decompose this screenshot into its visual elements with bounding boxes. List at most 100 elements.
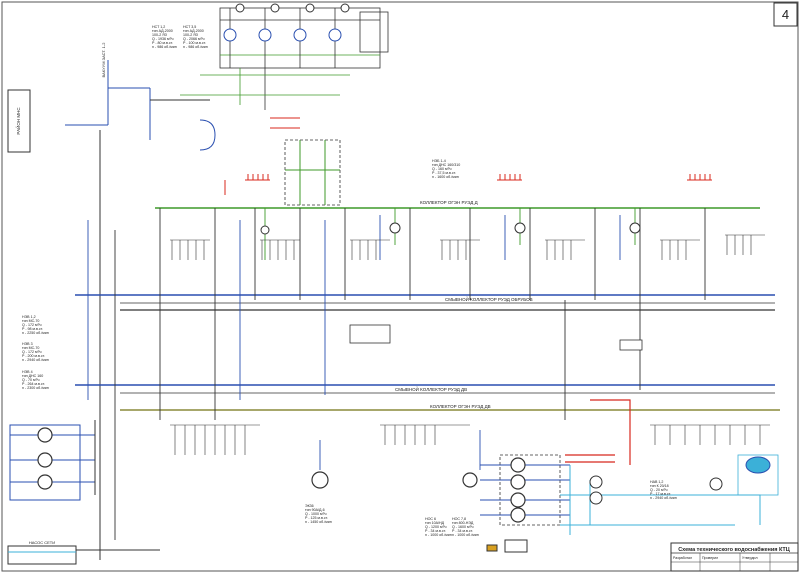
instrument-box <box>349 324 391 344</box>
spec-line: P - 37,5 м.в.ст. <box>432 171 456 175</box>
gauge-icon <box>270 3 280 13</box>
pump-icon <box>514 222 526 234</box>
red-headers <box>224 117 712 195</box>
right-equipment <box>589 454 779 505</box>
pump-ek-icon <box>462 472 478 488</box>
spec-line: n - 986 об./мин <box>152 45 177 49</box>
spec-line: Q - 2066 м³/ч <box>183 37 205 41</box>
spec-line: НСТ 1,2 <box>152 25 165 29</box>
spec-line: Q - 172 м³/ч <box>22 350 42 354</box>
spec-line: НОС 6 <box>425 517 436 521</box>
left-source-label: РАЙОН МНС <box>14 107 21 135</box>
pump-group-dashed-box <box>499 454 561 526</box>
spec-line: Q - 1000 м³/ч <box>305 512 327 516</box>
pump-nos-7-icon <box>510 474 526 490</box>
spec-line: Q - 70 м³/ч <box>22 378 40 382</box>
spec-line: тип АД-2000 <box>183 29 204 33</box>
gauge-icon <box>340 3 350 13</box>
left-supply <box>65 60 216 560</box>
branch-pipes <box>87 208 706 540</box>
title-block <box>670 542 799 572</box>
pump-nos-9-icon <box>510 507 526 523</box>
spec-line: Q - 20 м³/ч <box>650 488 668 492</box>
spec-line: P - 200 м.в.ст. <box>22 354 45 358</box>
collector-label-top: КОЛЛЕКТОР ОГЭН РУЭД Д <box>420 200 478 205</box>
pump-nav-3-icon <box>709 477 723 491</box>
spec-nev-3: НЭВ 3 тип МС-70 Q - 172 м³/ч P - 200 м.в… <box>22 342 49 362</box>
spec-line: Q - 1200 м³/ч <box>425 525 447 529</box>
spec-line: n - 2940 об./мин <box>650 496 677 500</box>
pump-nev-3-icon <box>37 474 53 490</box>
gauge-icon <box>235 3 245 13</box>
spec-line: Q - 160 м³/ч <box>432 167 452 171</box>
spec-line: тип МС-70 <box>22 346 39 350</box>
pump-nav-1-icon <box>589 475 603 489</box>
spec-nos-78: НОС 7,8 тип 800-НЭД Q - 1600 м³/ч P - 34… <box>452 517 479 537</box>
spec-nst-35: НСТ 3,5 тип АД-2000 100-2 ЯЗ Q - 2066 м³… <box>183 25 208 49</box>
spec-nev-4: НЭВ 4 тип ДНС 160 Q - 70 м³/ч P - 264 м.… <box>22 370 49 390</box>
top-pumps <box>223 3 350 42</box>
tank-label: НАСОС СЕТИ <box>29 540 55 545</box>
spec-line: Q - 1600 м³/ч <box>452 525 474 529</box>
bottom-center-pumps <box>462 457 570 553</box>
spec-line: n - 1450 об./мин <box>305 520 332 524</box>
pump-icon <box>260 225 270 235</box>
spec-nev-12: НЭВ 1,2 тип МС-70 Q - 172 м³/ч P - 98 м.… <box>22 315 49 335</box>
spec-line: 100-2 ЯЗ <box>152 33 167 37</box>
spec-line: НЭБ 1-4 <box>432 159 446 163</box>
collector-lines <box>75 207 780 411</box>
spec-line: Q - 172 м³/ч <box>22 323 42 327</box>
pump-nst-2-icon <box>258 28 272 42</box>
spec-line: тип 90А/Д-6 <box>305 508 325 512</box>
spec-neb: НЭБ 1-4 тип ДНС 160/310 Q - 160 м³/ч P -… <box>432 159 460 179</box>
pump-nst-4-icon <box>328 28 342 42</box>
spec-line: P - 34 м.в.ст. <box>425 529 446 533</box>
bottom-left-pumps <box>9 420 96 501</box>
pump-nst-3-icon <box>293 28 307 42</box>
spec-line: тип 10А/НД <box>425 521 445 525</box>
spec-line: НОС 7,8 <box>452 517 466 521</box>
spec-line: P - 17 м.в.ст. <box>650 492 671 496</box>
spec-line: тип ДНС 160/310 <box>432 163 460 167</box>
pump-icon <box>389 222 401 234</box>
pump-ek36-icon <box>311 471 329 489</box>
title-row-label: Разработал <box>673 556 692 560</box>
spec-line: ЭК36 <box>305 504 314 508</box>
pump-nav-2-icon <box>589 491 603 505</box>
equipment-dashed-box <box>284 139 341 206</box>
sheet-number-box <box>773 2 798 27</box>
left-source-box <box>7 89 31 153</box>
sheet-title: Схема технического водоснабжения КТЦ <box>678 546 790 553</box>
pressure-vessel-icon <box>745 456 771 474</box>
sheet-number: 4 <box>782 7 789 22</box>
spec-line: Q - 1936 м³/ч <box>152 37 174 41</box>
bottom-tank-small <box>504 539 528 553</box>
spec-line: НЭВ 3 <box>22 342 33 346</box>
spec-line: тип АД-2000 <box>152 29 173 33</box>
spec-line: P - 34 м.в.ст. <box>452 529 473 533</box>
spec-nav: НАВ 1,2 тип К 20/18 Q - 20 м³/ч P - 17 м… <box>650 480 677 500</box>
spec-line: тип К 20/18 <box>650 484 669 488</box>
motor-icon <box>486 544 498 552</box>
spec-line: P - 80 м.в.ст. <box>152 41 173 45</box>
spec-line: P - 264 м.в.ст. <box>22 382 45 386</box>
pump-nev-2-icon <box>37 452 53 468</box>
instrument-box <box>619 339 643 351</box>
spec-line: P - 98 м.в.ст. <box>22 327 43 331</box>
spec-line: n - 1600 об./мин <box>432 175 459 179</box>
red-loop <box>565 399 631 465</box>
spec-ek36: ЭК36 тип 90А/Д-6 Q - 1000 м³/ч P - 125 м… <box>305 504 332 524</box>
vacuum-label: ВАКУУМ ЗАСТ. 1-2 <box>101 42 106 78</box>
bottom-tank <box>7 545 77 565</box>
branch-rakes <box>170 234 770 455</box>
spec-line: тип ДНС 160 <box>22 374 43 378</box>
pump-nst-1-icon <box>223 28 237 42</box>
spec-line: n - 1000 об./мин <box>425 533 452 537</box>
title-row-label: Утвердил <box>742 556 758 560</box>
spec-line: P - 125 м.в.ст. <box>305 516 328 520</box>
pump-nev-1-icon <box>37 427 53 443</box>
spec-line: n - 1000 об./мин <box>452 533 479 537</box>
